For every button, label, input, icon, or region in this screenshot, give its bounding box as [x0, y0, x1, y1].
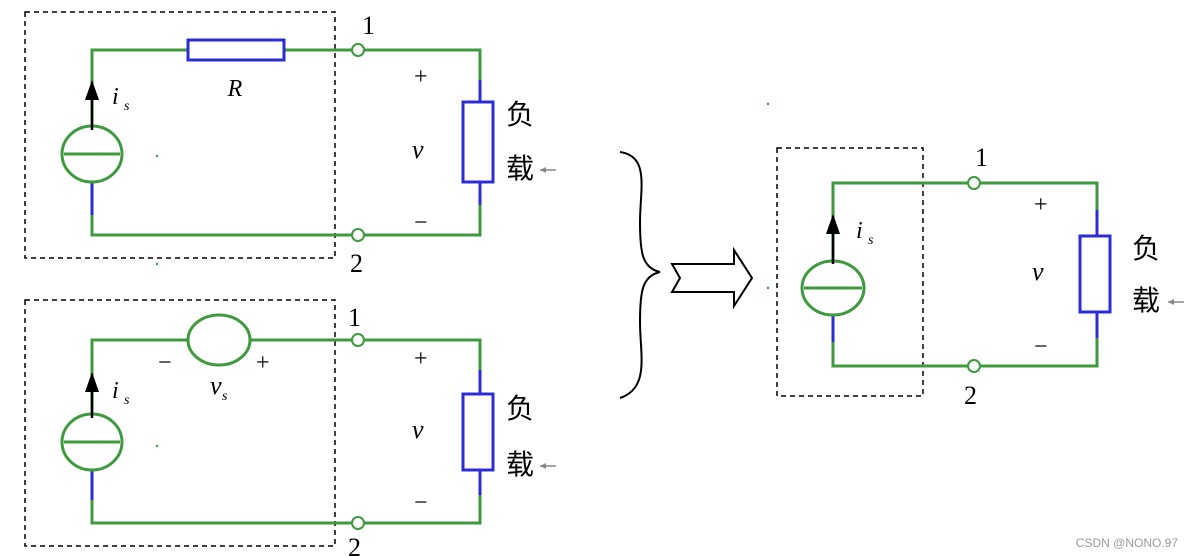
source-sub-c: s: [868, 233, 874, 248]
load-text-a-2: 载: [506, 152, 534, 185]
minus-a: −: [414, 210, 428, 236]
load-text-c-1: 负: [1132, 232, 1160, 265]
load-text-b-2: 载: [506, 448, 534, 481]
wire-c-top-left: [831, 181, 968, 262]
source-label-b: i: [112, 378, 119, 404]
arrow-up-icon: [85, 80, 99, 100]
terminal-1-b: [351, 333, 365, 347]
load-text-b-1: 负: [506, 392, 534, 425]
node-1-a: 1: [362, 11, 375, 40]
node-2-c: 2: [964, 381, 977, 410]
load-a: [461, 100, 495, 184]
load-c: [1078, 234, 1112, 314]
return-arrow-icon: [540, 167, 546, 173]
dot-b1: [155, 444, 159, 448]
node-1-b: 1: [348, 303, 361, 332]
vs-plus-b: +: [256, 350, 270, 376]
wire-a-bottom-left: [90, 182, 352, 237]
dot-a2: [155, 262, 159, 266]
terminal-1-c: [967, 176, 981, 190]
resistor-label: R: [227, 76, 243, 102]
node-2-b: 2: [348, 533, 361, 556]
arrow-up-icon: [85, 372, 99, 392]
source-sub-b: s: [124, 393, 130, 408]
source-label-a: i: [112, 84, 119, 110]
vsource-sub-b: s: [222, 389, 228, 404]
vs-minus-b: −: [158, 350, 172, 376]
dashed-box-b: [24, 299, 336, 547]
resistor-r: [186, 38, 286, 62]
return-arrow-icon: [540, 463, 546, 469]
voltage-c: v: [1032, 257, 1044, 286]
vsource-label-b: v: [210, 371, 222, 400]
wire-a-left-top: [90, 48, 188, 126]
terminal-1-a: [351, 43, 365, 57]
arrow-up-icon: [826, 214, 840, 234]
node-2-a: 2: [350, 249, 363, 278]
right-arrow-icon: [670, 246, 754, 310]
dot-a1: [155, 154, 159, 158]
dashed-box-c: [776, 147, 924, 397]
circuit-b: − + v s i s 1 2 + − v 负 载: [24, 299, 556, 556]
load-text-c-2: 载: [1132, 284, 1160, 317]
dot-c0: [766, 102, 770, 106]
wire-c-bottom-left: [831, 314, 968, 368]
minus-c: −: [1034, 334, 1048, 360]
terminal-2-c: [967, 359, 981, 373]
watermark: CSDN @NONO.97: [1075, 536, 1178, 550]
terminal-2-b: [351, 516, 365, 530]
circuit-c: i s 1 2 + − v 负 载: [776, 143, 1184, 410]
plus-c: +: [1034, 192, 1048, 218]
dot-c00: [766, 286, 770, 290]
plus-b: +: [414, 346, 428, 372]
source-label-c: i: [856, 218, 863, 244]
node-1-c: 1: [975, 143, 988, 172]
terminal-2-a: [351, 228, 365, 242]
right-brace: [619, 151, 661, 399]
minus-b: −: [414, 490, 428, 516]
wire-b-left-top: [90, 338, 188, 414]
brace-and-arrow: [619, 102, 770, 399]
load-b: [461, 392, 495, 472]
voltage-b: v: [412, 415, 424, 444]
return-arrow-icon: [1168, 299, 1174, 305]
voltage-source-b: [186, 313, 252, 367]
wire-b-bottom-left: [90, 470, 352, 525]
plus-a: +: [414, 64, 428, 90]
dashed-box-a: [24, 11, 336, 259]
circuit-a: R i s 1 2 + − v 负 载: [24, 11, 556, 278]
load-text-a-1: 负: [506, 98, 534, 131]
source-sub-a: s: [124, 99, 130, 114]
voltage-a: v: [412, 135, 424, 164]
